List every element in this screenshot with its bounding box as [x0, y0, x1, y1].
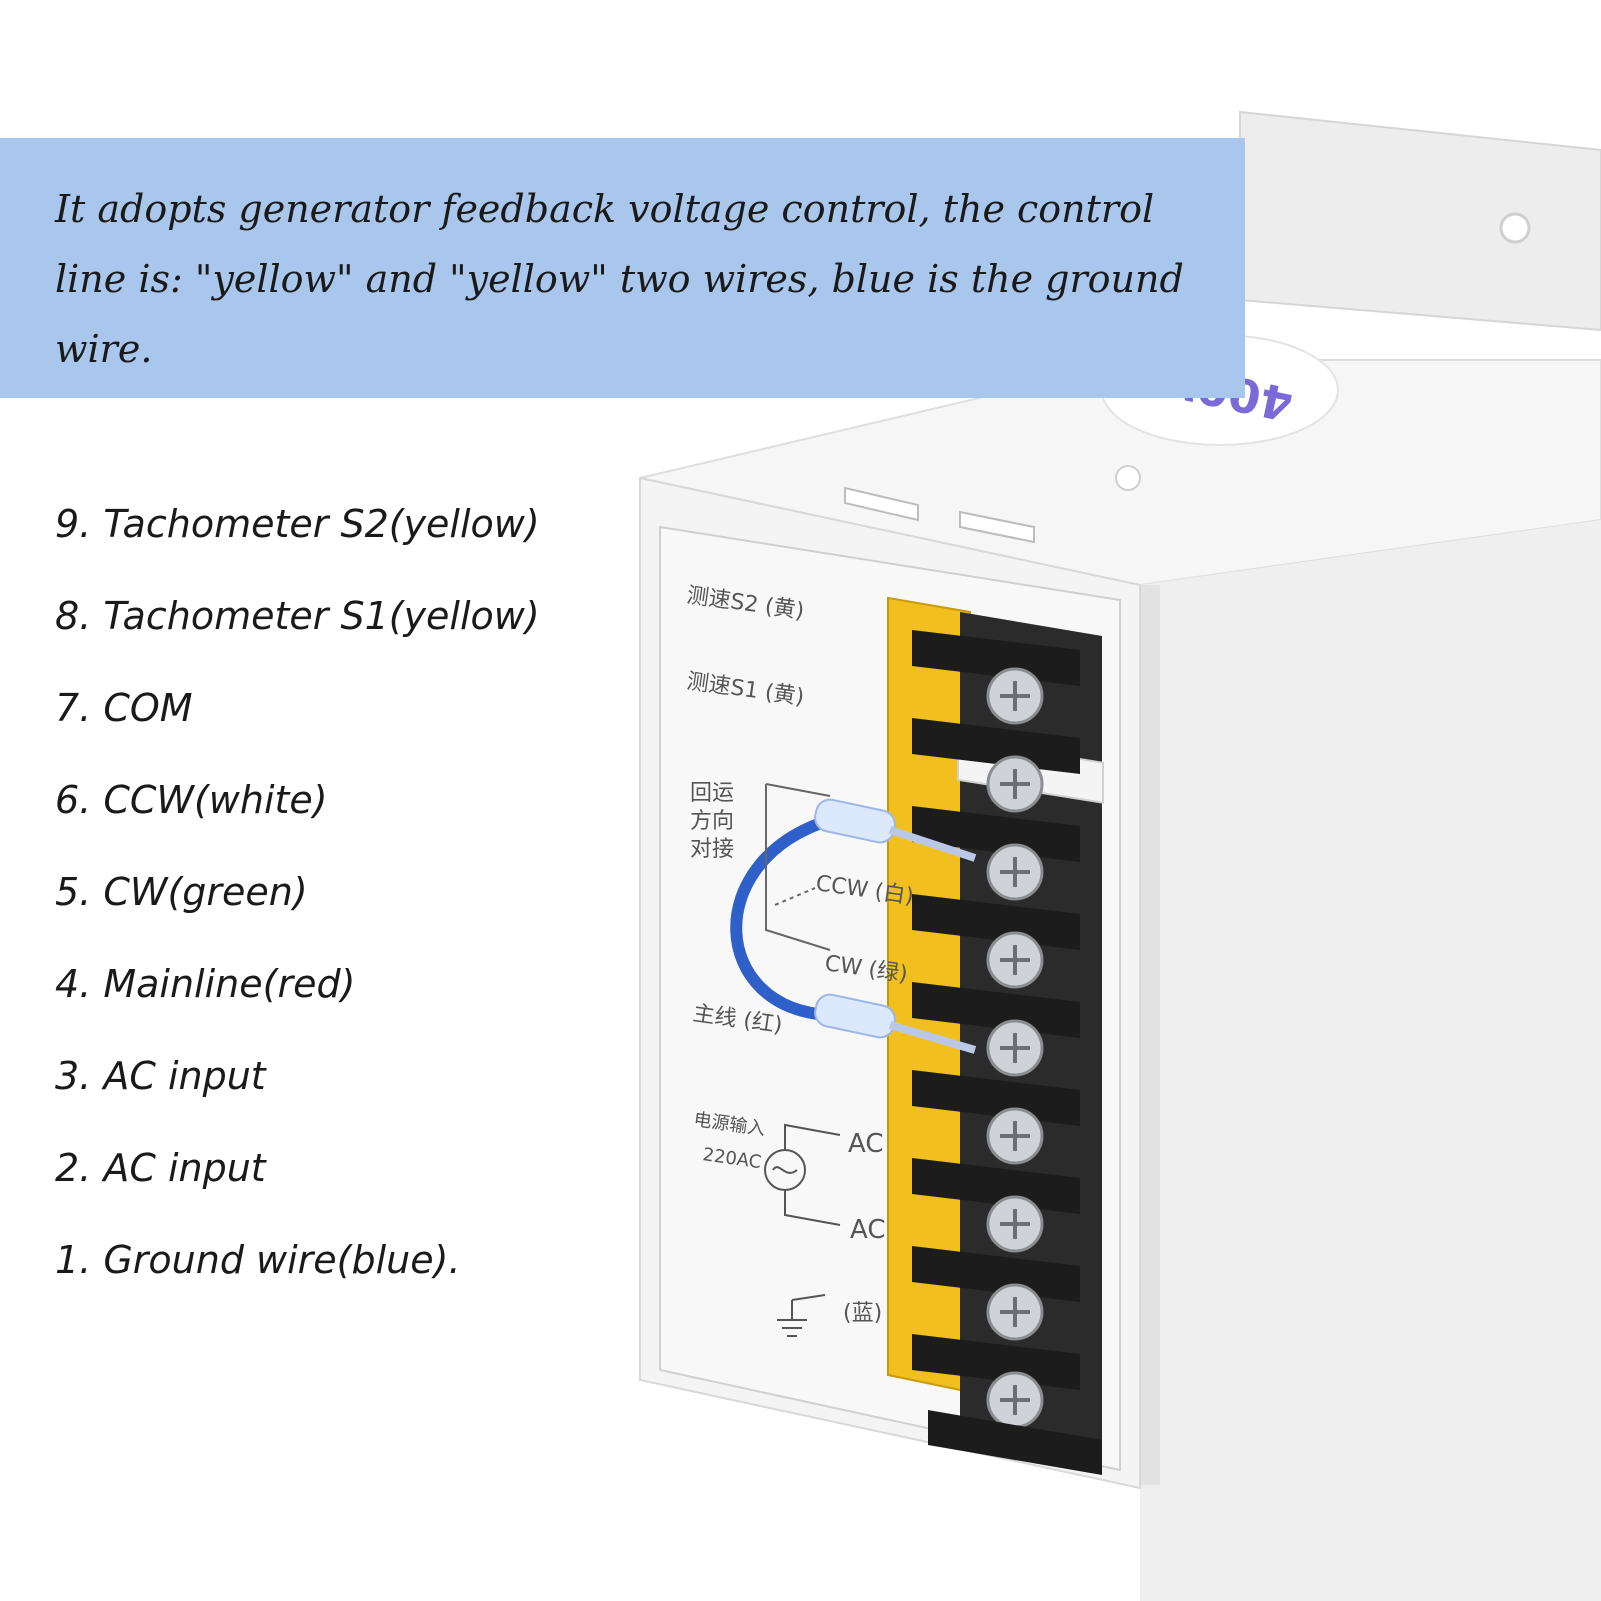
legend-item-6: 6. CCW(white)	[55, 778, 328, 822]
panel-label-ground: (蓝)	[843, 1301, 882, 1326]
legend-item-9: 9. Tachometer S2(yellow)	[55, 502, 540, 546]
legend-item-3: 3. AC input	[55, 1054, 266, 1098]
panel-label-direction-3: 对接	[690, 837, 734, 862]
panel-label-direction-2: 方向	[690, 809, 734, 834]
panel-label-ac-bottom: AC	[850, 1215, 885, 1245]
bracket-hole	[1499, 212, 1531, 244]
legend-item-2: 2. AC input	[55, 1146, 266, 1190]
panel-label-direction-1: 回运	[690, 781, 734, 806]
legend-item-1: 1. Ground wire(blue).	[55, 1238, 461, 1282]
info-banner-text: It adopts generator feedback voltage con…	[55, 187, 1184, 371]
legend-item-8: 8. Tachometer S1(yellow)	[55, 594, 540, 638]
legend-item-7: 7. COM	[55, 686, 193, 730]
legend-item-5: 5. CW(green)	[55, 870, 308, 914]
housing-side	[1140, 520, 1601, 1601]
terminal-screws	[912, 630, 1102, 1475]
mounting-bracket	[1239, 110, 1601, 332]
ground-symbol-icon	[777, 1294, 826, 1337]
jumper-wire	[730, 798, 977, 1054]
panel-label-ac-top: AC	[848, 1129, 883, 1159]
legend-item-4: 4. Mainline(red)	[55, 962, 356, 1006]
info-banner	[0, 138, 1245, 398]
